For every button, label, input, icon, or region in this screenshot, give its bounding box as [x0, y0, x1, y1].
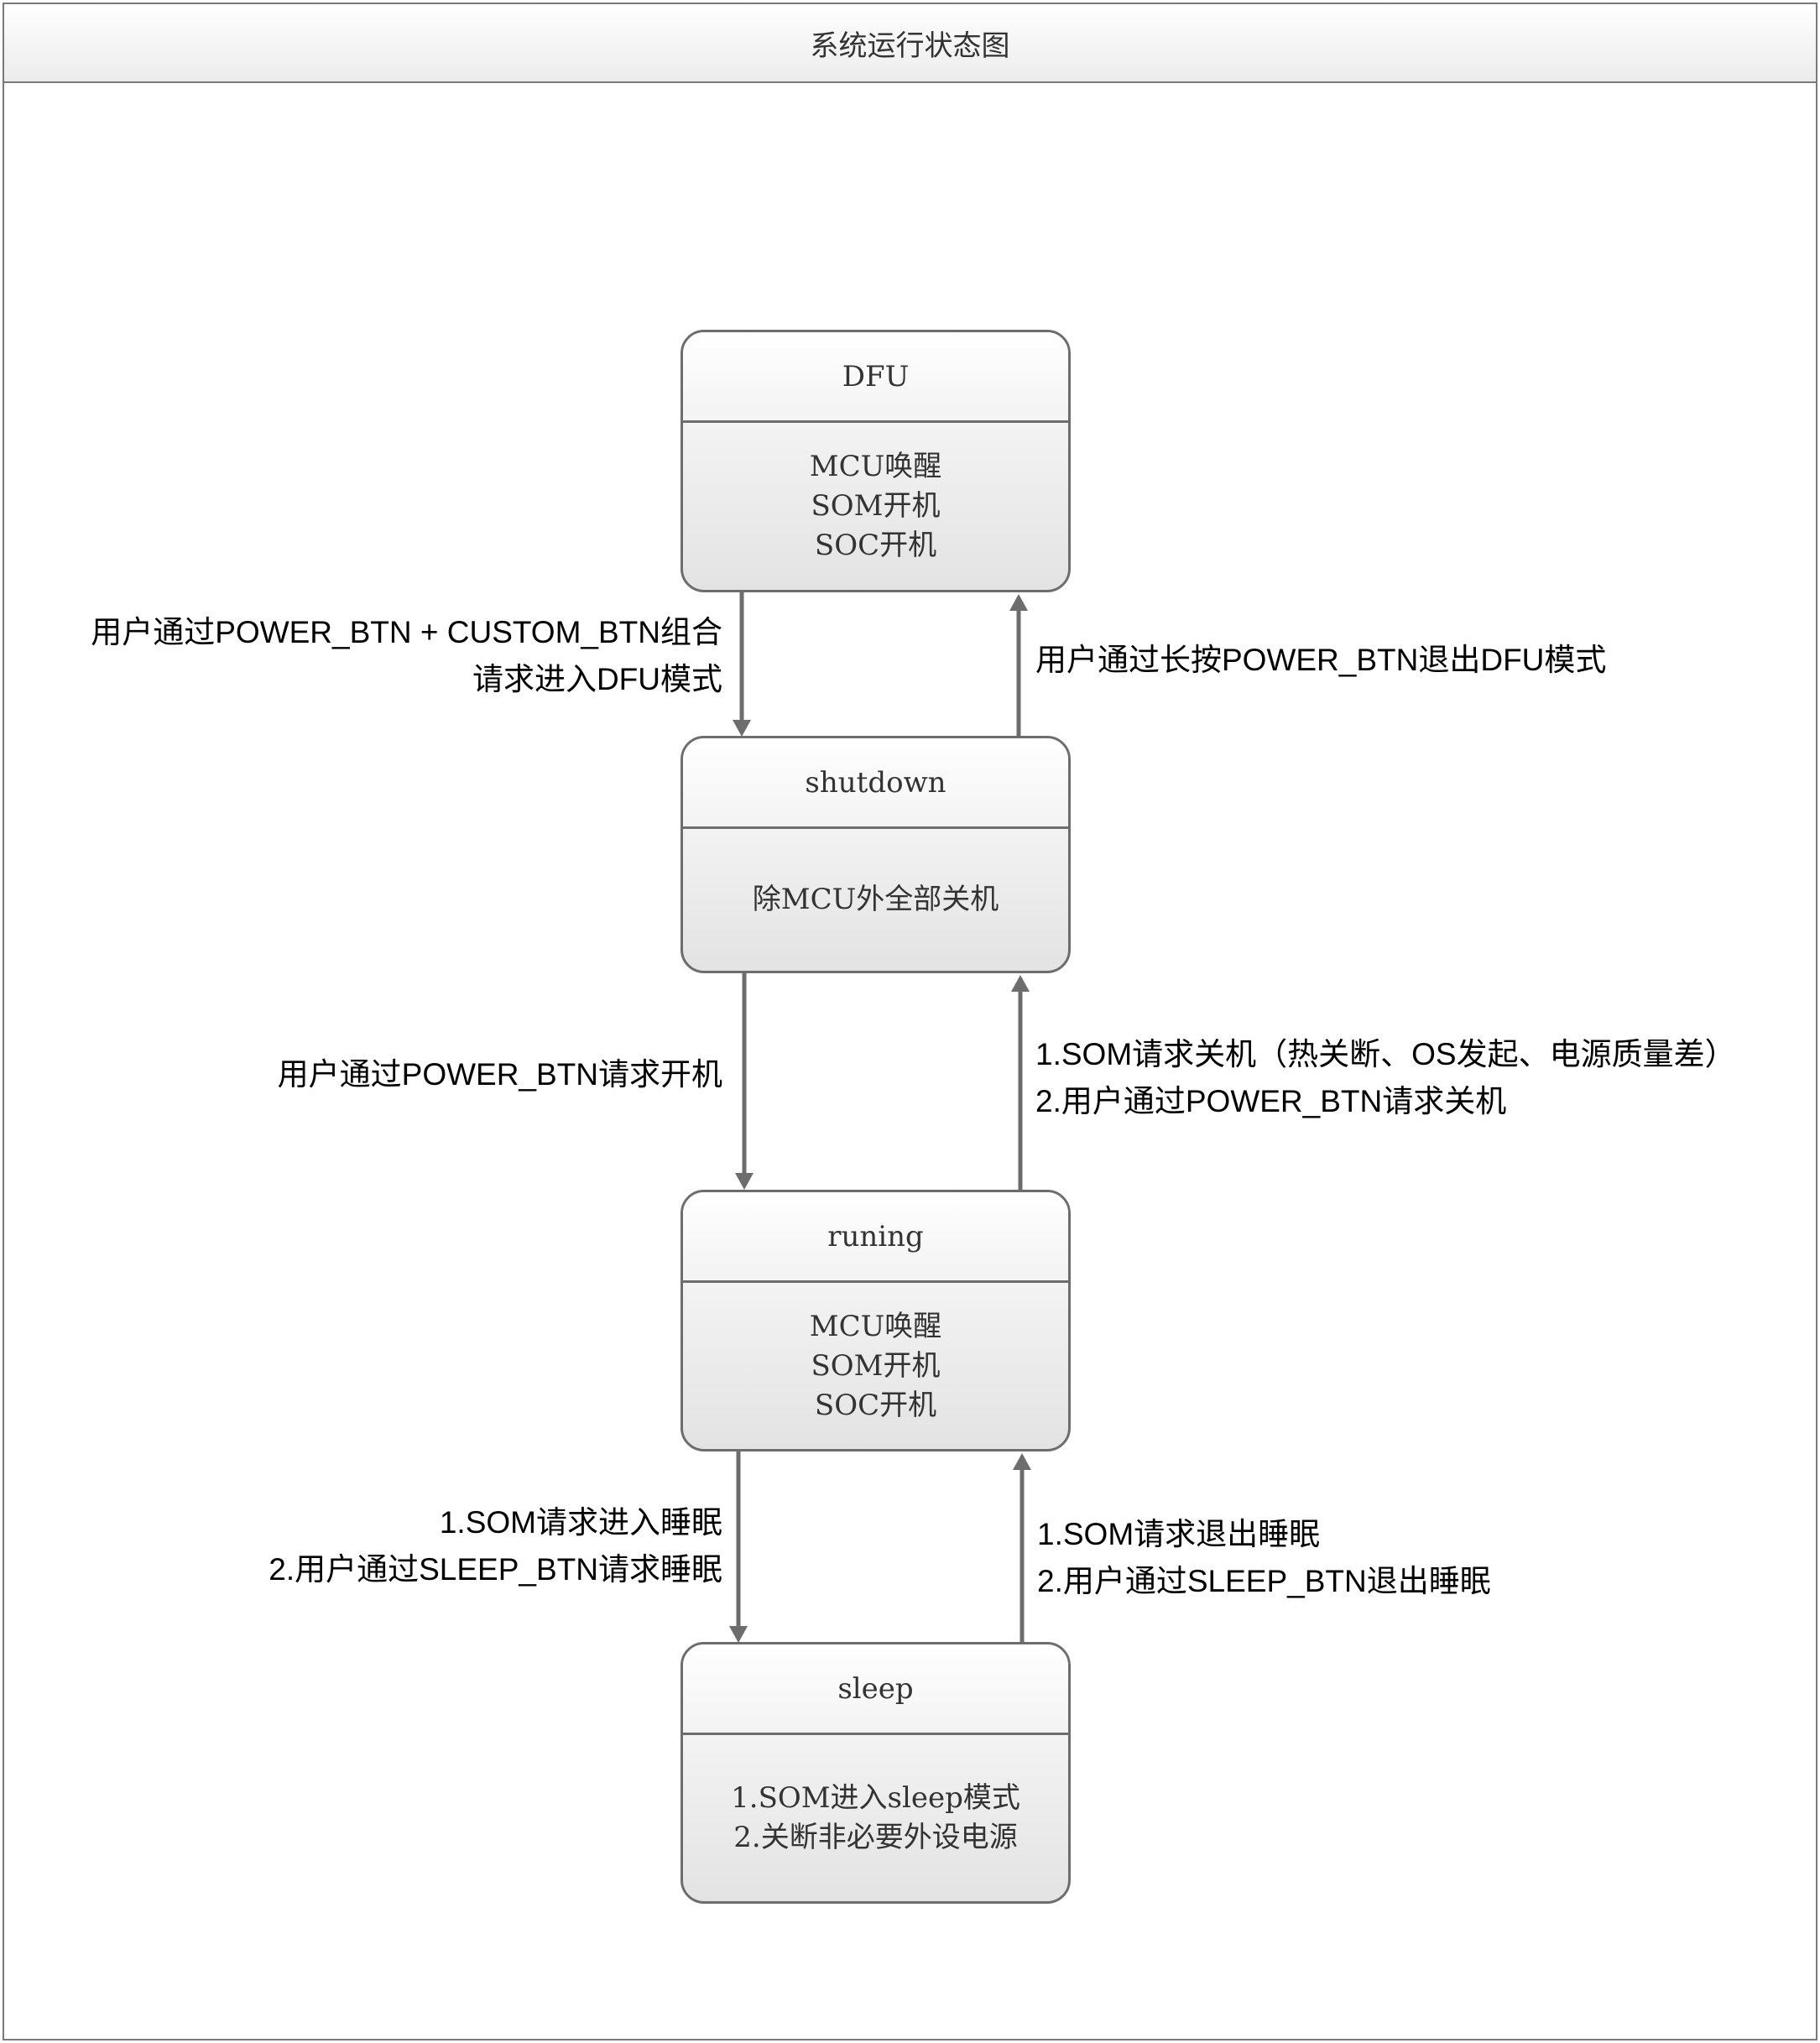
arrowhead-sleep-to-running [1013, 1453, 1031, 1470]
state-running: runing MCU唤醒 SOM开机 SOC开机 [681, 1190, 1071, 1451]
state-dfu: DFU MCU唤醒 SOM开机 SOC开机 [681, 330, 1071, 592]
transition-label-line: 用户通过POWER_BTN请求开机 [277, 1057, 722, 1092]
state-sleep: sleep 1.SOM进入sleep模式 2.关断非必要外设电源 [681, 1642, 1071, 1904]
state-dfu-line-1: MCU唤醒 [809, 450, 942, 483]
state-dfu-line-2: SOM开机 [811, 489, 941, 523]
state-sleep-name: sleep [683, 1644, 1068, 1735]
arrowhead-running-to-shutdown [1011, 975, 1030, 992]
transition-label-line: 1.SOM请求退出睡眠 [1037, 1517, 1321, 1551]
transition-label-dfu-to-shutdown: 用户通过长按POWER_BTN退出DFU模式 [1035, 637, 1606, 684]
state-dfu-line-3: SOC开机 [814, 529, 937, 562]
state-shutdown: shutdown 除MCU外全部关机 [681, 736, 1071, 973]
transition-label-shutdown-to-dfu: 用户通过POWER_BTN + CUSTOM_BTN组合 请求进入DFU模式 [91, 609, 722, 703]
state-sleep-body: 1.SOM进入sleep模式 2.关断非必要外设电源 [683, 1735, 1068, 1901]
arrowhead-running-to-sleep [729, 1626, 748, 1643]
arrowhead-shutdown-to-running [735, 1173, 754, 1190]
transition-label-line: 1.SOM请求关机（热关断、OS发起、电源质量差） [1035, 1037, 1736, 1071]
transition-label-running-to-sleep: 1.SOM请求进入睡眠 2.用户通过SLEEP_BTN请求睡眠 [269, 1499, 722, 1593]
state-running-line-2: SOM开机 [811, 1348, 941, 1383]
arrowhead-shutdown-to-dfu [733, 720, 751, 737]
transition-label-line: 2.用户通过POWER_BTN请求关机 [1035, 1084, 1507, 1118]
diagram-title: 系统运行状态图 [4, 4, 1816, 83]
state-sleep-line-2: 2.关断非必要外设电源 [733, 1821, 1018, 1854]
transition-label-line: 用户通过长按POWER_BTN退出DFU模式 [1035, 643, 1607, 677]
state-dfu-body: MCU唤醒 SOM开机 SOC开机 [683, 423, 1068, 590]
transition-label-line: 2.用户通过SLEEP_BTN请求睡眠 [269, 1552, 722, 1587]
state-running-line-3: SOC开机 [814, 1388, 937, 1422]
state-dfu-name: DFU [683, 332, 1068, 423]
transition-label-line: 请求进入DFU模式 [472, 662, 722, 696]
state-running-body: MCU唤醒 SOM开机 SOC开机 [683, 1283, 1068, 1449]
transition-label-line: 2.用户通过SLEEP_BTN退出睡眠 [1037, 1564, 1491, 1598]
transition-label-line: 1.SOM请求进入睡眠 [439, 1505, 722, 1540]
state-shutdown-name: shutdown [683, 738, 1068, 829]
state-sleep-line-1: 1.SOM进入sleep模式 [731, 1781, 1020, 1815]
transition-label-line: 用户通过POWER_BTN + CUSTOM_BTN组合 [91, 615, 722, 649]
state-shutdown-body: 除MCU外全部关机 [683, 829, 1068, 971]
transition-label-sleep-to-running: 1.SOM请求退出睡眠 2.用户通过SLEEP_BTN退出睡眠 [1037, 1511, 1491, 1605]
state-shutdown-line-1: 除MCU外全部关机 [752, 883, 999, 916]
transition-label-shutdown-to-running: 用户通过POWER_BTN请求开机 [278, 1051, 722, 1098]
state-running-name: runing [683, 1192, 1068, 1283]
state-running-line-1: MCU唤醒 [809, 1309, 942, 1343]
arrowhead-dfu-to-shutdown [1009, 594, 1028, 611]
transition-label-running-to-shutdown: 1.SOM请求关机（热关断、OS发起、电源质量差） 2.用户通过POWER_BT… [1035, 1031, 1736, 1125]
